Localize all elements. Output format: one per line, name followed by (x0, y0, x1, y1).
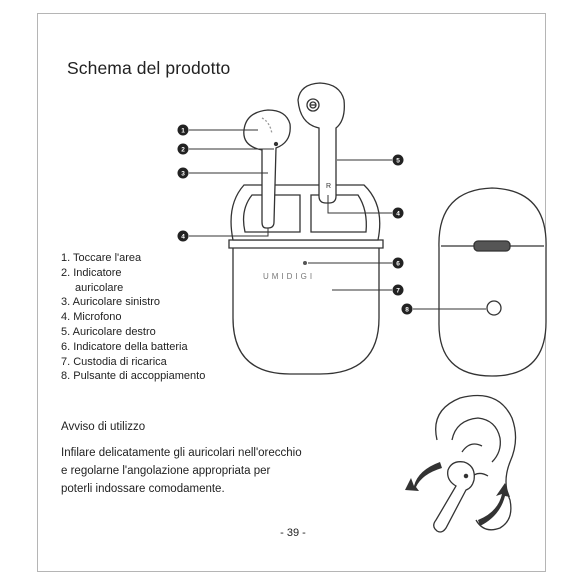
case-body (232, 245, 380, 375)
usage-notice-heading: Avviso di utilizzo (61, 421, 146, 433)
callout-4-left: 4 (177, 230, 189, 242)
charging-case-closed (438, 187, 547, 377)
usage-notice-text: Infilare delicatamente gli auricolari ne… (61, 444, 361, 498)
svg-text:4: 4 (396, 210, 400, 217)
svg-text:8: 8 (405, 306, 409, 313)
pairing-button (486, 300, 502, 316)
notice-line: poterli indossare comodamente. (61, 483, 225, 495)
legend-item: 7. Custodia di ricarica (61, 355, 167, 368)
svg-text:5: 5 (396, 157, 400, 164)
page-number: - 39 - (280, 527, 306, 539)
notice-line: e regolarne l'angolazione appropriata pe… (61, 465, 271, 477)
svg-text:3: 3 (181, 170, 185, 177)
legend-item: 1. Toccare l'area (61, 252, 142, 264)
legend-item: 8. Pulsante di accoppiamento (61, 370, 206, 383)
svg-text:2: 2 (181, 146, 185, 153)
svg-text:7: 7 (396, 287, 400, 294)
svg-text:6: 6 (396, 260, 400, 267)
page-title: Schema del prodotto (67, 58, 231, 78)
callout-1: 1 (177, 124, 189, 136)
callout-2: 2 (177, 143, 189, 155)
earbud-in-ear (433, 461, 475, 533)
component-legend: 1. Toccare l'area 2. Indicatore auricola… (61, 251, 205, 384)
battery-indicator-dot (303, 261, 307, 265)
left-earbud (243, 109, 291, 229)
rotation-arrows (405, 462, 510, 526)
callout-4-right: 4 (392, 207, 404, 219)
callout-badges: 1 2 3 4 5 4 6 7 8 (177, 124, 413, 315)
callout-5: 5 (392, 154, 404, 166)
right-earbud (297, 82, 345, 204)
legend-item: 3. Auricolare sinistro (61, 296, 161, 309)
right-earbud-mark: R (326, 183, 331, 190)
notice-line: Infilare delicatamente gli auricolari ne… (61, 447, 302, 459)
svg-text:4: 4 (181, 233, 185, 240)
legend-item: auricolare (75, 281, 124, 294)
arrow-right (478, 483, 510, 526)
callout-6: 6 (392, 257, 404, 269)
ear-illustration (435, 394, 517, 531)
svg-text:1: 1 (181, 127, 185, 134)
callout-3: 3 (177, 167, 189, 179)
ear-outline (435, 394, 517, 531)
case-brand: UMIDIGI (263, 272, 315, 281)
arrow-left (405, 462, 442, 491)
callout-7: 7 (392, 284, 404, 296)
legend-item: 6. Indicatore della batteria (61, 340, 188, 353)
callout-8: 8 (401, 303, 413, 315)
legend-item: 4. Microfono (61, 311, 122, 324)
legend-item: 2. Indicatore (61, 266, 122, 279)
legend-item: 5. Auricolare destro (61, 325, 156, 338)
callout-lines (189, 129, 486, 310)
case-rim (228, 239, 384, 249)
